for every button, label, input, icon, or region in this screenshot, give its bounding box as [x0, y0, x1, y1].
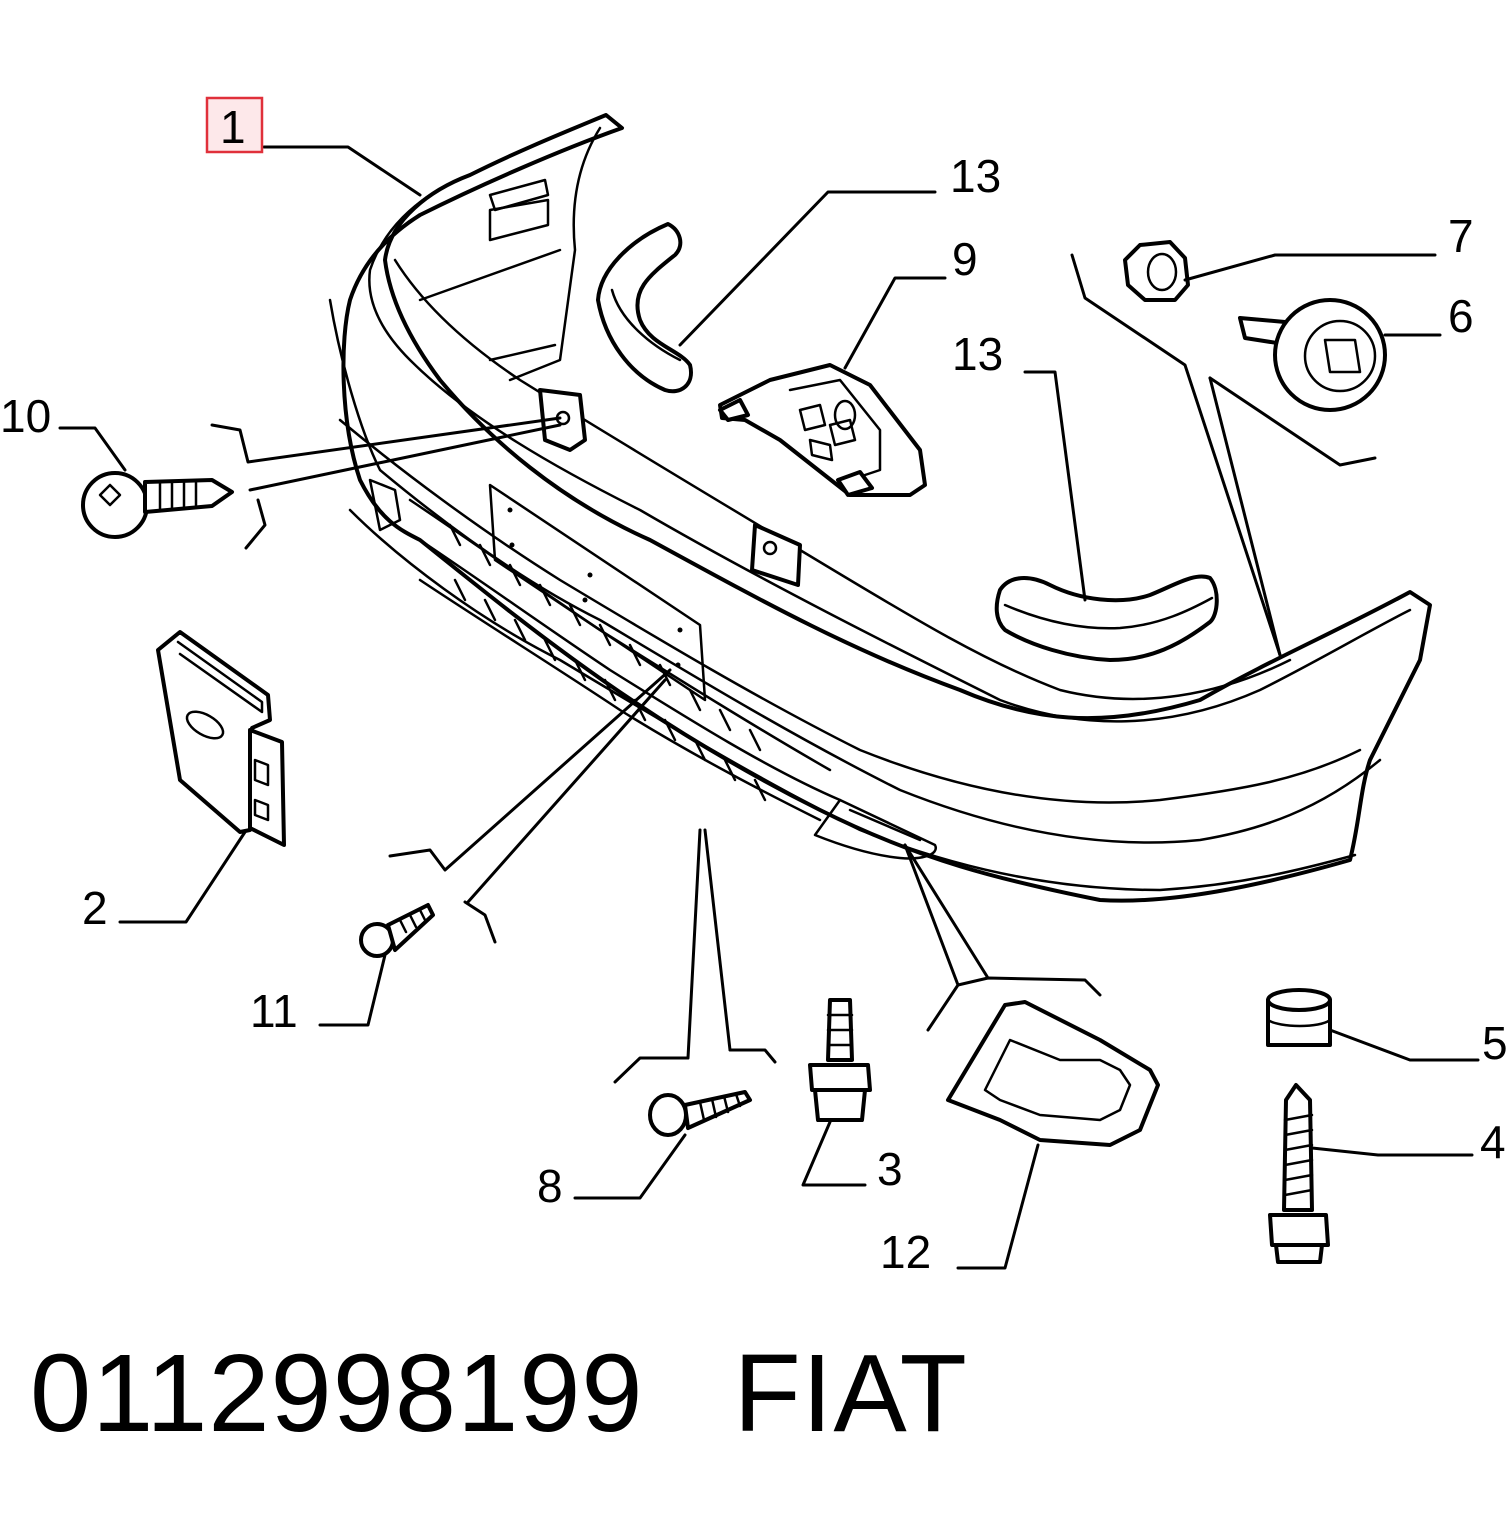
clip-part [1238, 298, 1387, 412]
bumper-bracket [718, 363, 927, 497]
callout-4: 4 [1480, 1116, 1506, 1168]
callout-5: 5 [1482, 1017, 1508, 1069]
callout-7: 7 [1448, 210, 1474, 262]
brand-name: FIAT [733, 1332, 968, 1455]
part-caption: 0112998199 FIAT [30, 1330, 968, 1457]
bolt-part [1268, 1083, 1330, 1264]
callout-1: 1 [220, 101, 246, 153]
callout-9: 9 [952, 233, 978, 285]
callout-8: 8 [537, 1160, 563, 1212]
callout-13-lower: 13 [952, 328, 1003, 380]
callout-11: 11 [250, 985, 298, 1037]
moulding-strip-upper [596, 222, 693, 394]
clip-plate-part [156, 630, 286, 847]
part-number: 0112998199 [30, 1332, 644, 1455]
callout-2: 2 [82, 882, 108, 934]
spacer-part [1266, 988, 1332, 1047]
callout-10: 10 [0, 390, 51, 442]
screw-part-8 [648, 1090, 752, 1137]
callout-1-highlight [205, 96, 264, 154]
moulding-strip-lower [994, 574, 1219, 662]
stud-bolt-part [808, 998, 872, 1122]
screw-part-10 [81, 471, 234, 539]
callout-13-upper: 13 [950, 150, 1001, 202]
callout-6: 6 [1448, 290, 1474, 342]
fog-lamp-bezel [946, 1000, 1160, 1147]
callout-12: 12 [880, 1226, 931, 1278]
callout-3: 3 [877, 1143, 903, 1195]
leader-lines [58, 145, 1480, 1270]
nut-part [1123, 240, 1190, 302]
screw-part-11 [359, 903, 435, 958]
bumper-cover [328, 113, 1432, 903]
